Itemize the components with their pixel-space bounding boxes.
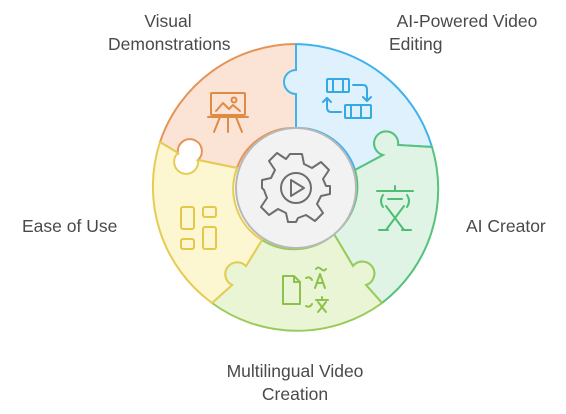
label-visual-demonstrations: Visual Demonstrations bbox=[108, 10, 231, 56]
label-visual-line-2: Demonstrations bbox=[108, 34, 231, 54]
dashboard-layout-icon bbox=[180, 206, 217, 250]
label-ai-video-line-1: AI-Powered Video bbox=[396, 11, 538, 31]
segment-ease-of-use bbox=[151, 140, 264, 305]
center-circle bbox=[235, 127, 357, 249]
segment-visual-demonstrations bbox=[158, 42, 297, 170]
label-ai-creator: AI Creator bbox=[466, 216, 546, 236]
label-visual-line-1: Visual bbox=[144, 11, 192, 31]
label-multilingual-line-2: Creation bbox=[261, 384, 329, 404]
label-ease-of-use: Ease of Use bbox=[22, 216, 118, 236]
presentation-easel-icon bbox=[207, 92, 249, 133]
language-translate-icon bbox=[376, 185, 414, 231]
label-ai-video-line-2: Editing bbox=[389, 34, 443, 54]
gear-play-icon bbox=[260, 152, 331, 223]
label-multilingual-line-1: Multilingual Video bbox=[226, 361, 364, 381]
film-swap-icon bbox=[322, 78, 372, 119]
label-ai-video-editing: AI-Powered Video Editing bbox=[382, 10, 552, 56]
document-translate-icon bbox=[282, 266, 329, 313]
label-multilingual: Multilingual Video Creation bbox=[205, 360, 385, 406]
